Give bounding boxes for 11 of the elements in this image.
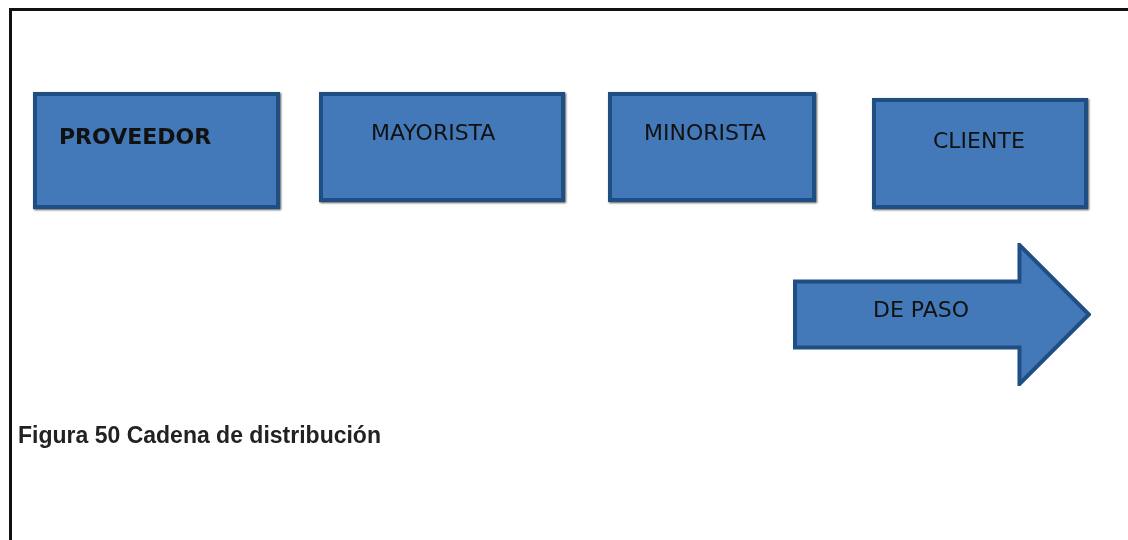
node-label: DE PASO [873, 297, 970, 322]
node-label: CLIENTE [933, 128, 1025, 153]
node-label: MAYORISTA [371, 120, 496, 145]
figure-caption: Figura 50 Cadena de distribución [18, 422, 381, 449]
process-box [319, 92, 565, 202]
process-box [608, 92, 816, 202]
node-label: PROVEEDOR [59, 124, 212, 149]
process-box [33, 92, 280, 209]
node-label: MINORISTA [644, 120, 766, 145]
block-arrow [793, 243, 1091, 386]
process-box [872, 98, 1088, 209]
